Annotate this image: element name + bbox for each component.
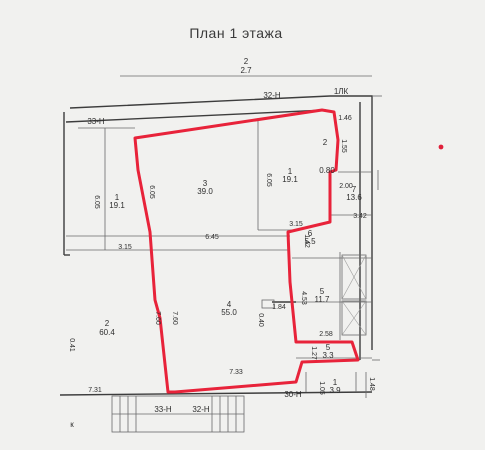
room-number: 2 (105, 319, 110, 328)
bottom-stairs (111, 395, 245, 433)
dim-label: 1.84 (272, 304, 286, 311)
dim-label: 1.48 (368, 377, 375, 391)
room-number: 1 (288, 167, 293, 176)
plan-title: План 1 этажа (189, 25, 282, 41)
room-number: 6 (308, 229, 313, 238)
room-number: 5 (326, 343, 331, 352)
dim-label: 6.05 (148, 185, 155, 199)
dim-label: 3.15 (118, 244, 132, 251)
dim-label: 1.55 (340, 139, 347, 153)
room-area: 13.6 (346, 193, 362, 202)
room-area: 55.0 (221, 308, 237, 317)
room-number: 2 (323, 138, 328, 147)
corner-k-label: к (70, 420, 74, 429)
room-number: 3 (203, 179, 208, 188)
wall-label-32n-bottom: 32-Н (192, 405, 210, 414)
room-number: 1 (115, 193, 120, 202)
dimension-labels: 1.46 1.55 2.00 3.42 6.05 6.05 6.05 3.15 … (68, 115, 375, 395)
wall-label-32n-top: 32-Н (263, 91, 281, 100)
dim-label: 0.40 (257, 313, 264, 327)
room-number: 7 (352, 185, 357, 194)
dim-label: 7.33 (229, 369, 243, 376)
dim-label: 7.60 (171, 311, 178, 325)
dim-label: 0.41 (68, 338, 75, 352)
dim-label: 3.15 (289, 221, 303, 228)
dim-label: 1.42 (303, 234, 310, 248)
axis-label-top: 2 (244, 57, 249, 66)
dim-label: 1.46 (338, 115, 352, 122)
room-area: 39.0 (197, 187, 213, 196)
room-area: 60.4 (99, 328, 115, 337)
dim-label: 3.42 (353, 213, 367, 220)
lk-label: 1ЛК (334, 87, 349, 96)
room-area: 3.3 (322, 351, 334, 360)
room-number: 5 (320, 287, 325, 296)
room-area: 5.5 (304, 237, 316, 246)
dim-label: 7.60 (154, 311, 161, 325)
room-area: 3.9 (329, 386, 341, 395)
room-area: 0.80 (319, 166, 335, 175)
room-number: 4 (227, 300, 232, 309)
room-area: 11.7 (315, 295, 331, 304)
dim-label: 2.58 (319, 331, 333, 338)
dim-top: 2.7 (240, 66, 252, 75)
red-marker-dot (438, 144, 444, 150)
dim-label: 7.31 (88, 387, 102, 394)
room-area: 19.1 (282, 175, 298, 184)
room-area: 19.1 (109, 201, 125, 210)
room-labels: 1 19.1 3 39.0 1 19.1 2 0.80 7 13.6 6 5.5… (99, 138, 362, 395)
dim-label: 6.45 (205, 234, 219, 241)
right-edge (365, 95, 382, 398)
dim-label: 1.05 (318, 381, 325, 395)
wall-label-33n-top: 33-Н (87, 117, 105, 126)
dim-label: 4.53 (300, 291, 307, 305)
dim-label: 1.27 (310, 346, 317, 360)
dim-label: 6.05 (93, 195, 100, 209)
stair-zones (341, 254, 367, 336)
wall-label-33n-bottom: 33-Н (154, 405, 172, 414)
highlighted-area-outline (133, 108, 360, 394)
wall-label-30n: 30-Н (284, 390, 302, 399)
outer-walls (59, 95, 373, 396)
dim-label: 6.05 (265, 173, 272, 187)
dim-label: 2.00 (339, 183, 353, 190)
room-number: 1 (333, 378, 338, 387)
